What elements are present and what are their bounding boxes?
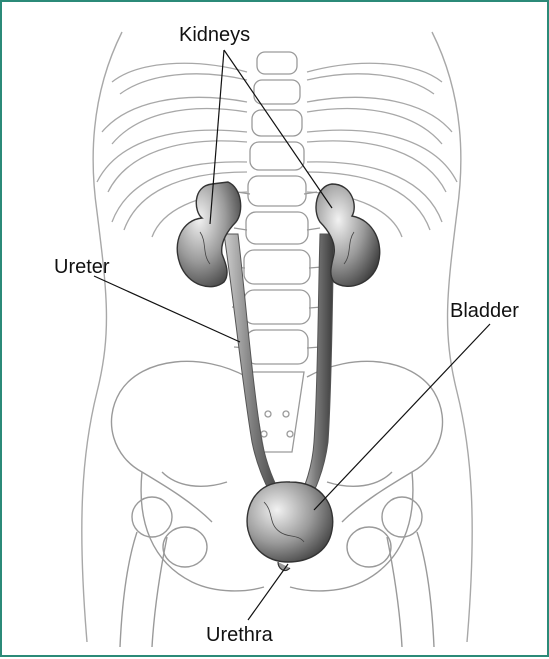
- label-ureter: Ureter: [54, 256, 110, 279]
- leader-bladder: [314, 324, 490, 510]
- bladder: [247, 482, 333, 571]
- label-kidneys: Kidneys: [179, 24, 250, 47]
- label-urethra: Urethra: [206, 624, 273, 647]
- label-bladder: Bladder: [450, 300, 519, 323]
- leader-urethra: [248, 564, 288, 620]
